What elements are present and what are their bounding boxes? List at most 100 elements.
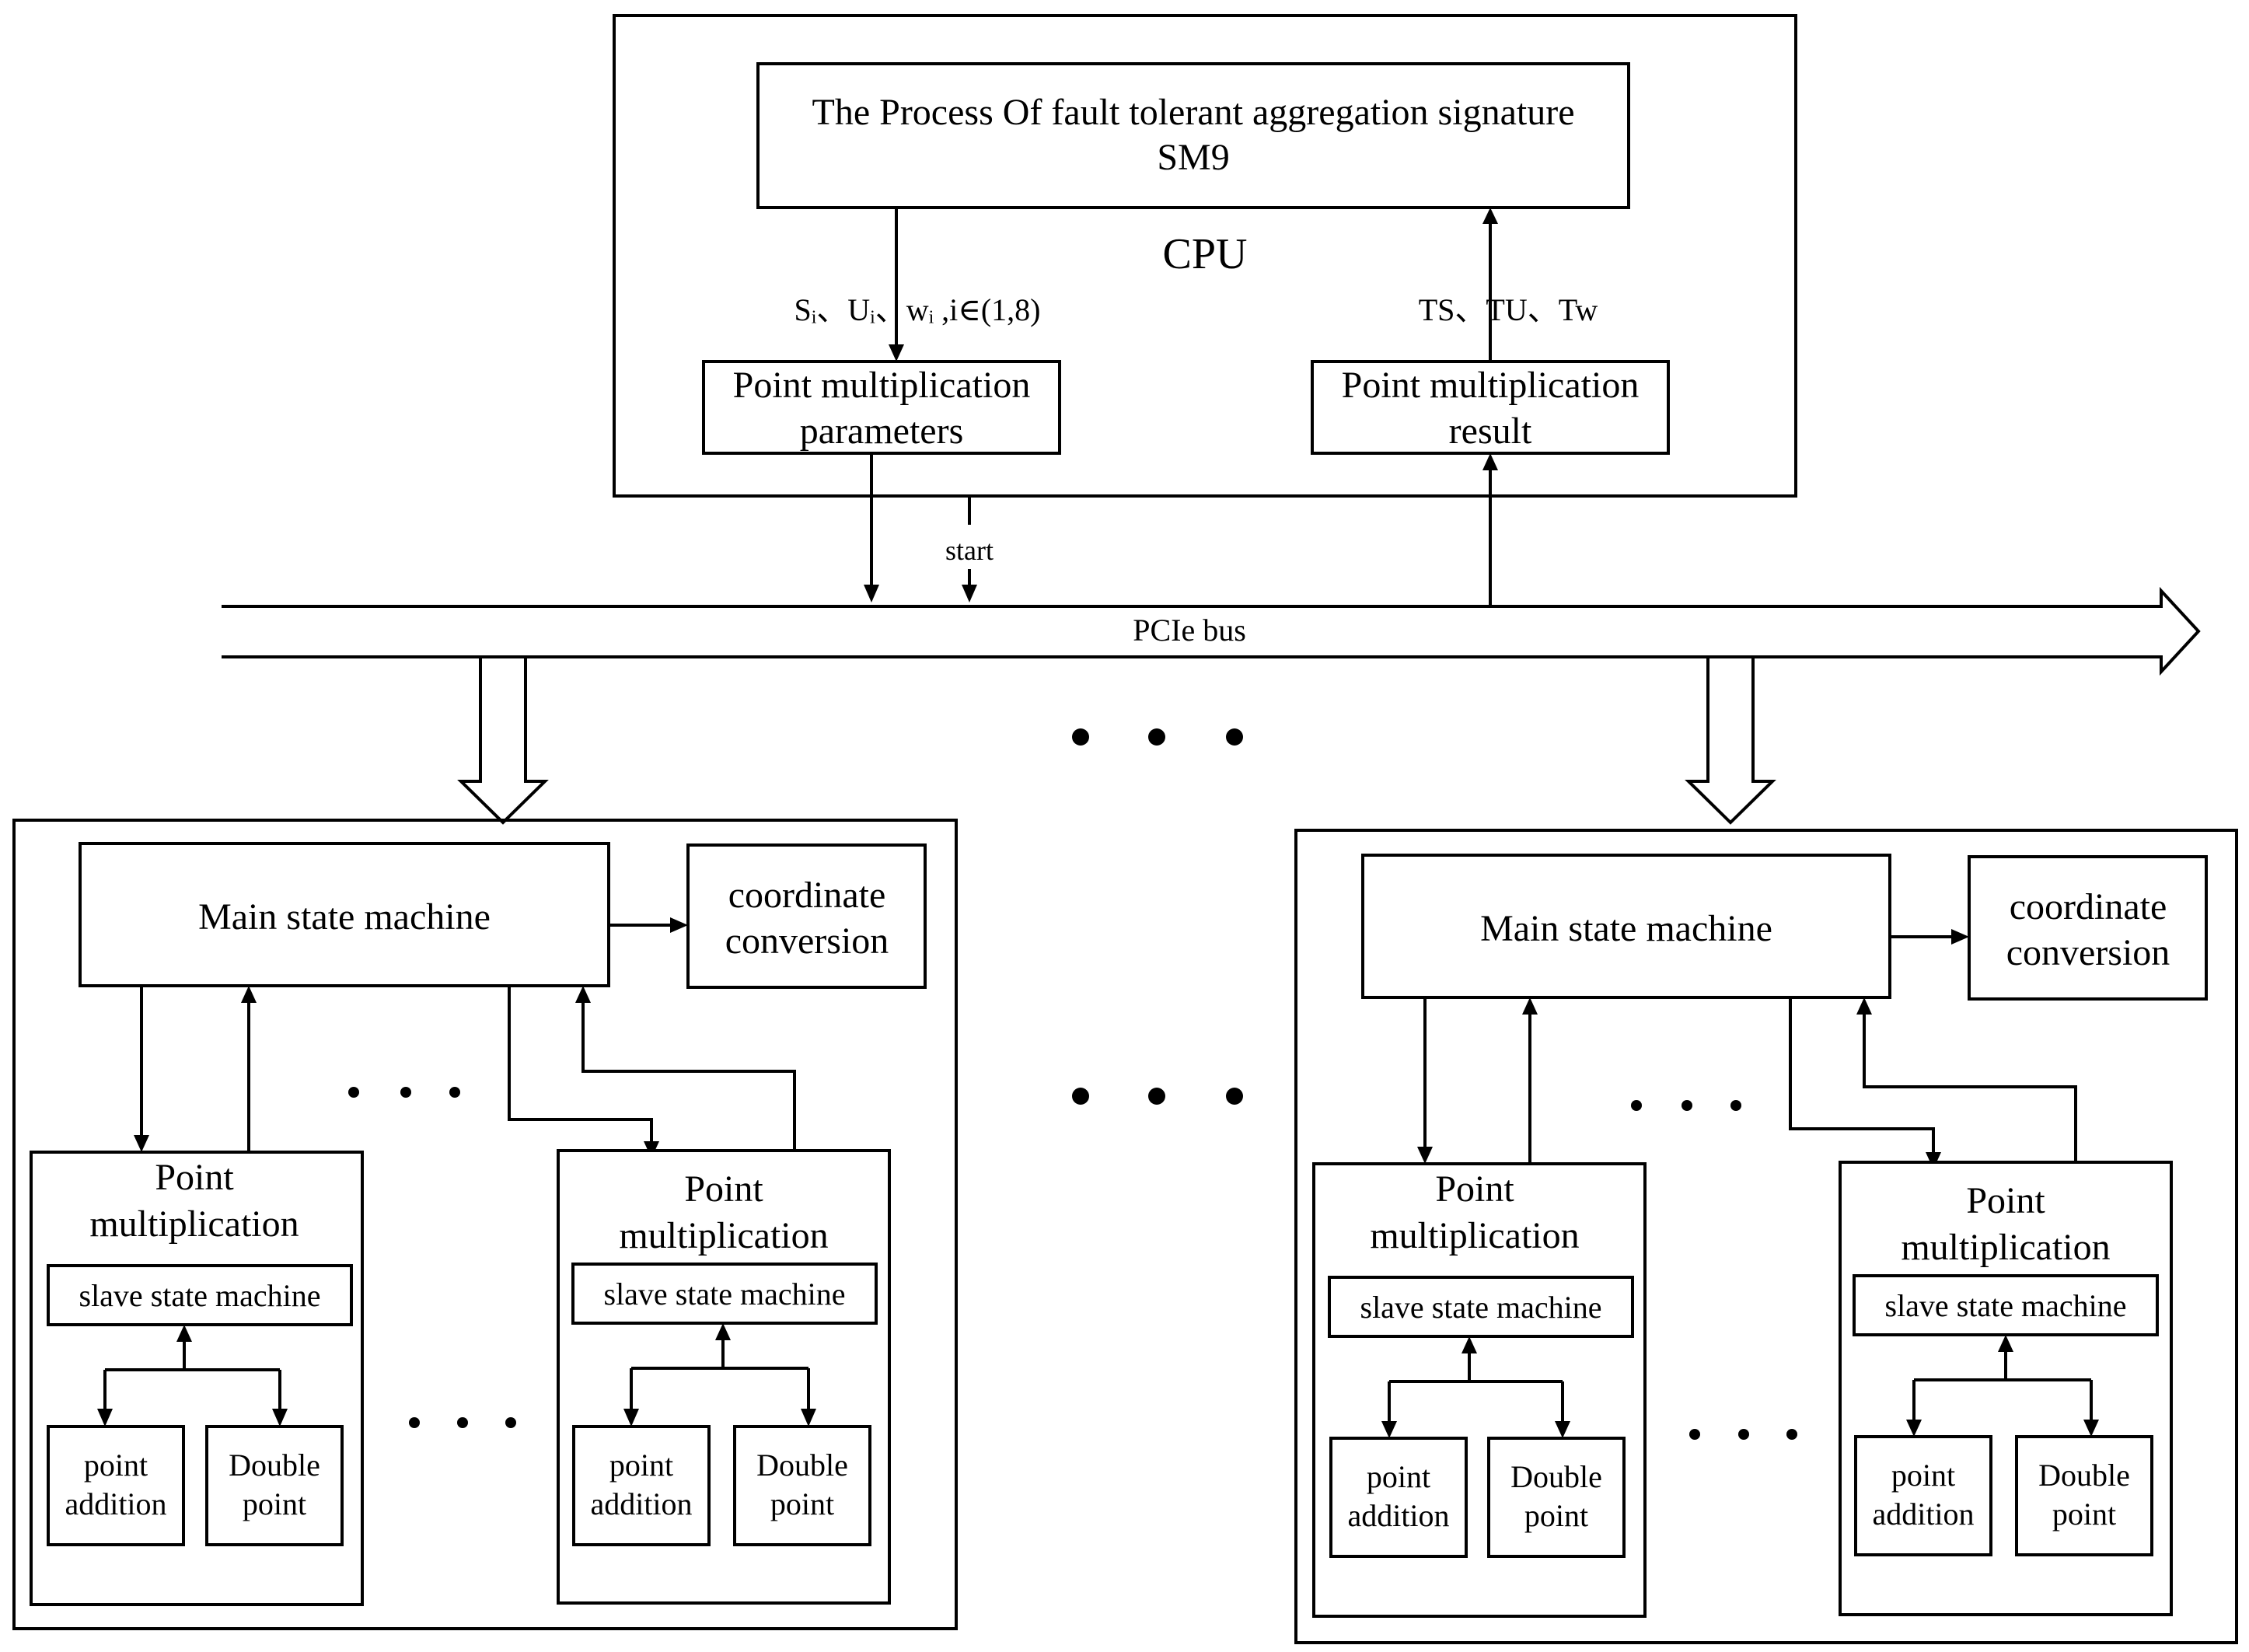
- main-to-pm-a-arrowhead: [134, 1135, 149, 1152]
- pm-b-to-main-line: [581, 1003, 796, 1151]
- start-arrowhead: [962, 585, 977, 602]
- slave-state-machine-label: slave state machine: [1360, 1290, 1602, 1325]
- pm-b-to-main-line: [1863, 1015, 2077, 1162]
- to-double-point-arrowhead: [1555, 1421, 1570, 1438]
- double-point-line2: point: [770, 1486, 834, 1521]
- point-multiplication-title-line1: Point: [684, 1168, 763, 1210]
- slave-link-arrowhead: [1998, 1335, 2013, 1352]
- params-inputs-label: Sᵢ、Uᵢ、wᵢ ,i∈(1,8): [794, 292, 1040, 327]
- slave-link-arrowhead: [176, 1325, 192, 1342]
- cpu-label: CPU: [1163, 230, 1248, 278]
- result-title-line1: Point multiplication: [1342, 365, 1640, 406]
- double-point-box: [205, 1425, 344, 1546]
- main-state-machine-label: Main state machine: [1480, 908, 1772, 949]
- fpga-unit-frame: [12, 819, 958, 1630]
- bus-to-left-unit-arrow: [457, 657, 549, 825]
- point-addition-line1: point: [84, 1448, 148, 1483]
- pm-b-to-main-arrowhead: [575, 986, 591, 1003]
- to-point-addition-arrowhead: [1381, 1421, 1397, 1438]
- slave-state-machine-box: [47, 1264, 353, 1326]
- pm-a-to-main-arrowhead: [241, 986, 257, 1003]
- params-title-line2: parameters: [800, 410, 964, 452]
- slave-state-machine-label: slave state machine: [604, 1277, 846, 1311]
- point-addition-box: [572, 1425, 711, 1546]
- pm-ellipsis-lower: [1689, 1429, 1797, 1440]
- main-state-machine-box: [1361, 854, 1891, 999]
- coordinate-conversion-line1: coordinate: [728, 875, 886, 916]
- double-point-line1: Double: [2038, 1458, 2130, 1493]
- cpu-bus-connectors: start: [864, 453, 1498, 606]
- point-addition-line1: point: [1367, 1459, 1430, 1494]
- point-addition-line2: addition: [1872, 1497, 1974, 1532]
- point-multiplication-unit: Point multiplication slave state machine…: [30, 1151, 364, 1606]
- slave-link-arrowhead: [715, 1323, 731, 1340]
- pm-a-to-main-arrowhead: [1522, 997, 1538, 1015]
- process-title-line2: SM9: [1157, 137, 1229, 178]
- point-multiplication-title-line2: multiplication: [1901, 1227, 2110, 1268]
- double-point-line1: Double: [756, 1448, 848, 1483]
- start-label: start: [945, 535, 994, 566]
- fpga-unit-frame: [1294, 829, 2238, 1644]
- cpu-frame: [613, 14, 1797, 498]
- result-outputs-label: TS、TU、Tw: [1419, 292, 1598, 327]
- bus-to-right-unit-arrow: [1685, 657, 1776, 825]
- params-box: [702, 360, 1061, 455]
- point-multiplication-title-line2: multiplication: [619, 1215, 828, 1256]
- point-addition-line1: point: [609, 1448, 673, 1483]
- slave-state-machine-label: slave state machine: [1885, 1288, 2127, 1323]
- to-point-addition-arrowhead: [623, 1409, 639, 1427]
- double-point-box: [2015, 1435, 2153, 1556]
- to-point-addition-arrowhead: [97, 1409, 113, 1427]
- coordinate-conversion-line2: conversion: [725, 920, 889, 962]
- double-point-line2: point: [243, 1486, 306, 1521]
- pm-ellipsis-lower: [409, 1417, 516, 1428]
- main-to-pm-a-arrowhead: [1417, 1147, 1433, 1164]
- point-multiplication-unit: Point multiplication slave state machine…: [1312, 1162, 1647, 1618]
- pcie-bus-label: PCIe bus: [1133, 613, 1246, 648]
- result-title-line2: result: [1449, 410, 1532, 452]
- point-addition-line2: addition: [65, 1486, 166, 1521]
- main-to-pm-b-line: [508, 986, 653, 1141]
- point-addition-line1: point: [1891, 1458, 1955, 1493]
- double-point-box: [1487, 1437, 1626, 1558]
- pm-ellipsis-upper: [1631, 1100, 1741, 1111]
- point-addition-line2: addition: [590, 1486, 692, 1521]
- to-point-addition-arrowhead: [1906, 1420, 1922, 1437]
- pcie-bus-arrow: [222, 586, 2201, 676]
- params-to-bus-arrowhead: [864, 585, 879, 602]
- point-multiplication-title-line2: multiplication: [1370, 1215, 1579, 1256]
- result-box: [1311, 360, 1670, 455]
- units-ellipsis-middle: [1072, 1088, 1243, 1105]
- coordinate-conversion-line1: coordinate: [2010, 886, 2167, 927]
- slave-state-machine-label: slave state machine: [79, 1278, 321, 1313]
- params-title-line1: Point multiplication: [733, 365, 1031, 406]
- to-double-point-arrowhead: [801, 1409, 816, 1427]
- main-to-coord-arrowhead: [670, 917, 688, 933]
- point-multiplication-title-line1: Point: [155, 1157, 234, 1198]
- point-multiplication-title-line1: Point: [1966, 1180, 2045, 1221]
- slave-state-machine-box: [571, 1263, 878, 1325]
- bus-to-result-arrowhead: [1482, 453, 1498, 470]
- point-addition-box: [1854, 1435, 1992, 1556]
- pm-b-to-main-arrowhead: [1856, 997, 1872, 1015]
- pm-ellipsis-upper: [348, 1087, 460, 1098]
- main-state-machine-box: [79, 842, 610, 987]
- point-multiplication-unit: Point multiplication slave state machine…: [557, 1149, 891, 1605]
- double-point-line1: Double: [1510, 1459, 1602, 1494]
- point-multiplication-unit: Point multiplication slave state machine…: [1839, 1161, 2173, 1616]
- point-addition-box: [1329, 1437, 1468, 1558]
- main-state-machine-label: Main state machine: [198, 896, 491, 938]
- pcie-bus: PCIe bus: [222, 586, 2201, 676]
- params-input-arrowhead: [889, 344, 904, 361]
- double-point-line1: Double: [229, 1448, 320, 1483]
- fpga-unit-left: Main state machine coordinate conversion…: [12, 819, 958, 1630]
- to-double-point-arrowhead: [2083, 1420, 2099, 1437]
- process-title-line1: The Process Of fault tolerant aggregatio…: [812, 92, 1575, 133]
- double-point-line2: point: [1524, 1498, 1588, 1533]
- coordinate-conversion-line2: conversion: [2006, 932, 2170, 973]
- point-addition-box: [47, 1425, 185, 1546]
- result-output-arrowhead: [1482, 208, 1498, 224]
- cpu-section: The Process Of fault tolerant aggregatio…: [613, 14, 1797, 498]
- coordinate-conversion-box: [1968, 855, 2208, 1001]
- units-ellipsis-top: [1072, 728, 1243, 746]
